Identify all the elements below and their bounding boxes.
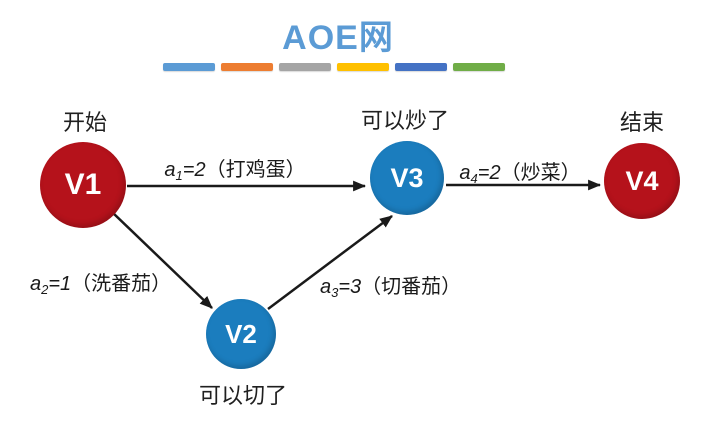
divider-bar-gray	[279, 63, 331, 71]
edge-v1-v2-label: a2=1（洗番茄）	[30, 267, 190, 297]
node-v4-label: V4	[625, 165, 659, 196]
edge-a4-sub: 4	[470, 171, 478, 186]
node-v4: V4	[604, 143, 680, 219]
divider-bar-blue	[163, 63, 215, 71]
slide-title: AOE网	[282, 19, 394, 57]
node-v1-label: V1	[64, 168, 102, 201]
divider-bars	[163, 63, 505, 71]
edge-v1-v3-label: a1=2（打鸡蛋）	[145, 153, 325, 183]
edge-a4-value: =2	[477, 162, 501, 184]
edge-a2-note: （洗番茄）	[71, 273, 172, 295]
edge-a2-sub: 2	[41, 282, 49, 297]
edge-a3-value: =3	[338, 276, 362, 298]
node-v3: V3	[370, 141, 444, 215]
divider-bar-orange	[221, 63, 273, 71]
node-v2-caption: 可以切了	[198, 383, 287, 408]
edge-v2-v3-label: a3=3（切番茄）	[320, 270, 480, 300]
edge-v3-v4-label: a4=2（炒菜）	[450, 156, 590, 186]
node-v2: V2	[206, 299, 276, 369]
edge-a3-var: a	[320, 276, 332, 298]
edge-v2-v3-arrow	[267, 215, 393, 310]
edge-a4-var: a	[459, 162, 471, 184]
divider-bar-yellow	[337, 63, 389, 71]
edge-a1-sub: 1	[175, 168, 183, 183]
node-v2-label: V2	[225, 318, 257, 349]
node-v3-caption: 可以炒了	[360, 108, 449, 133]
edge-a2-var: a	[30, 273, 42, 295]
divider-bar-green	[453, 63, 505, 71]
divider-bar-darkblue	[395, 63, 447, 71]
edge-a1-note: （打鸡蛋）	[205, 159, 306, 181]
node-v1: V1	[40, 142, 126, 228]
edge-a1-value: =2	[182, 159, 206, 181]
node-v4-caption: 结束	[619, 110, 664, 135]
node-v3-label: V3	[390, 162, 424, 193]
edge-v1-v2-arrow	[111, 211, 213, 309]
edge-a3-sub: 3	[331, 285, 339, 300]
edge-a1-var: a	[164, 159, 176, 181]
node-v1-caption: 开始	[62, 110, 107, 135]
edge-a3-note: （切番茄）	[361, 276, 462, 298]
edge-a2-value: =1	[48, 273, 72, 295]
edge-a4-note: （炒菜）	[500, 162, 581, 184]
